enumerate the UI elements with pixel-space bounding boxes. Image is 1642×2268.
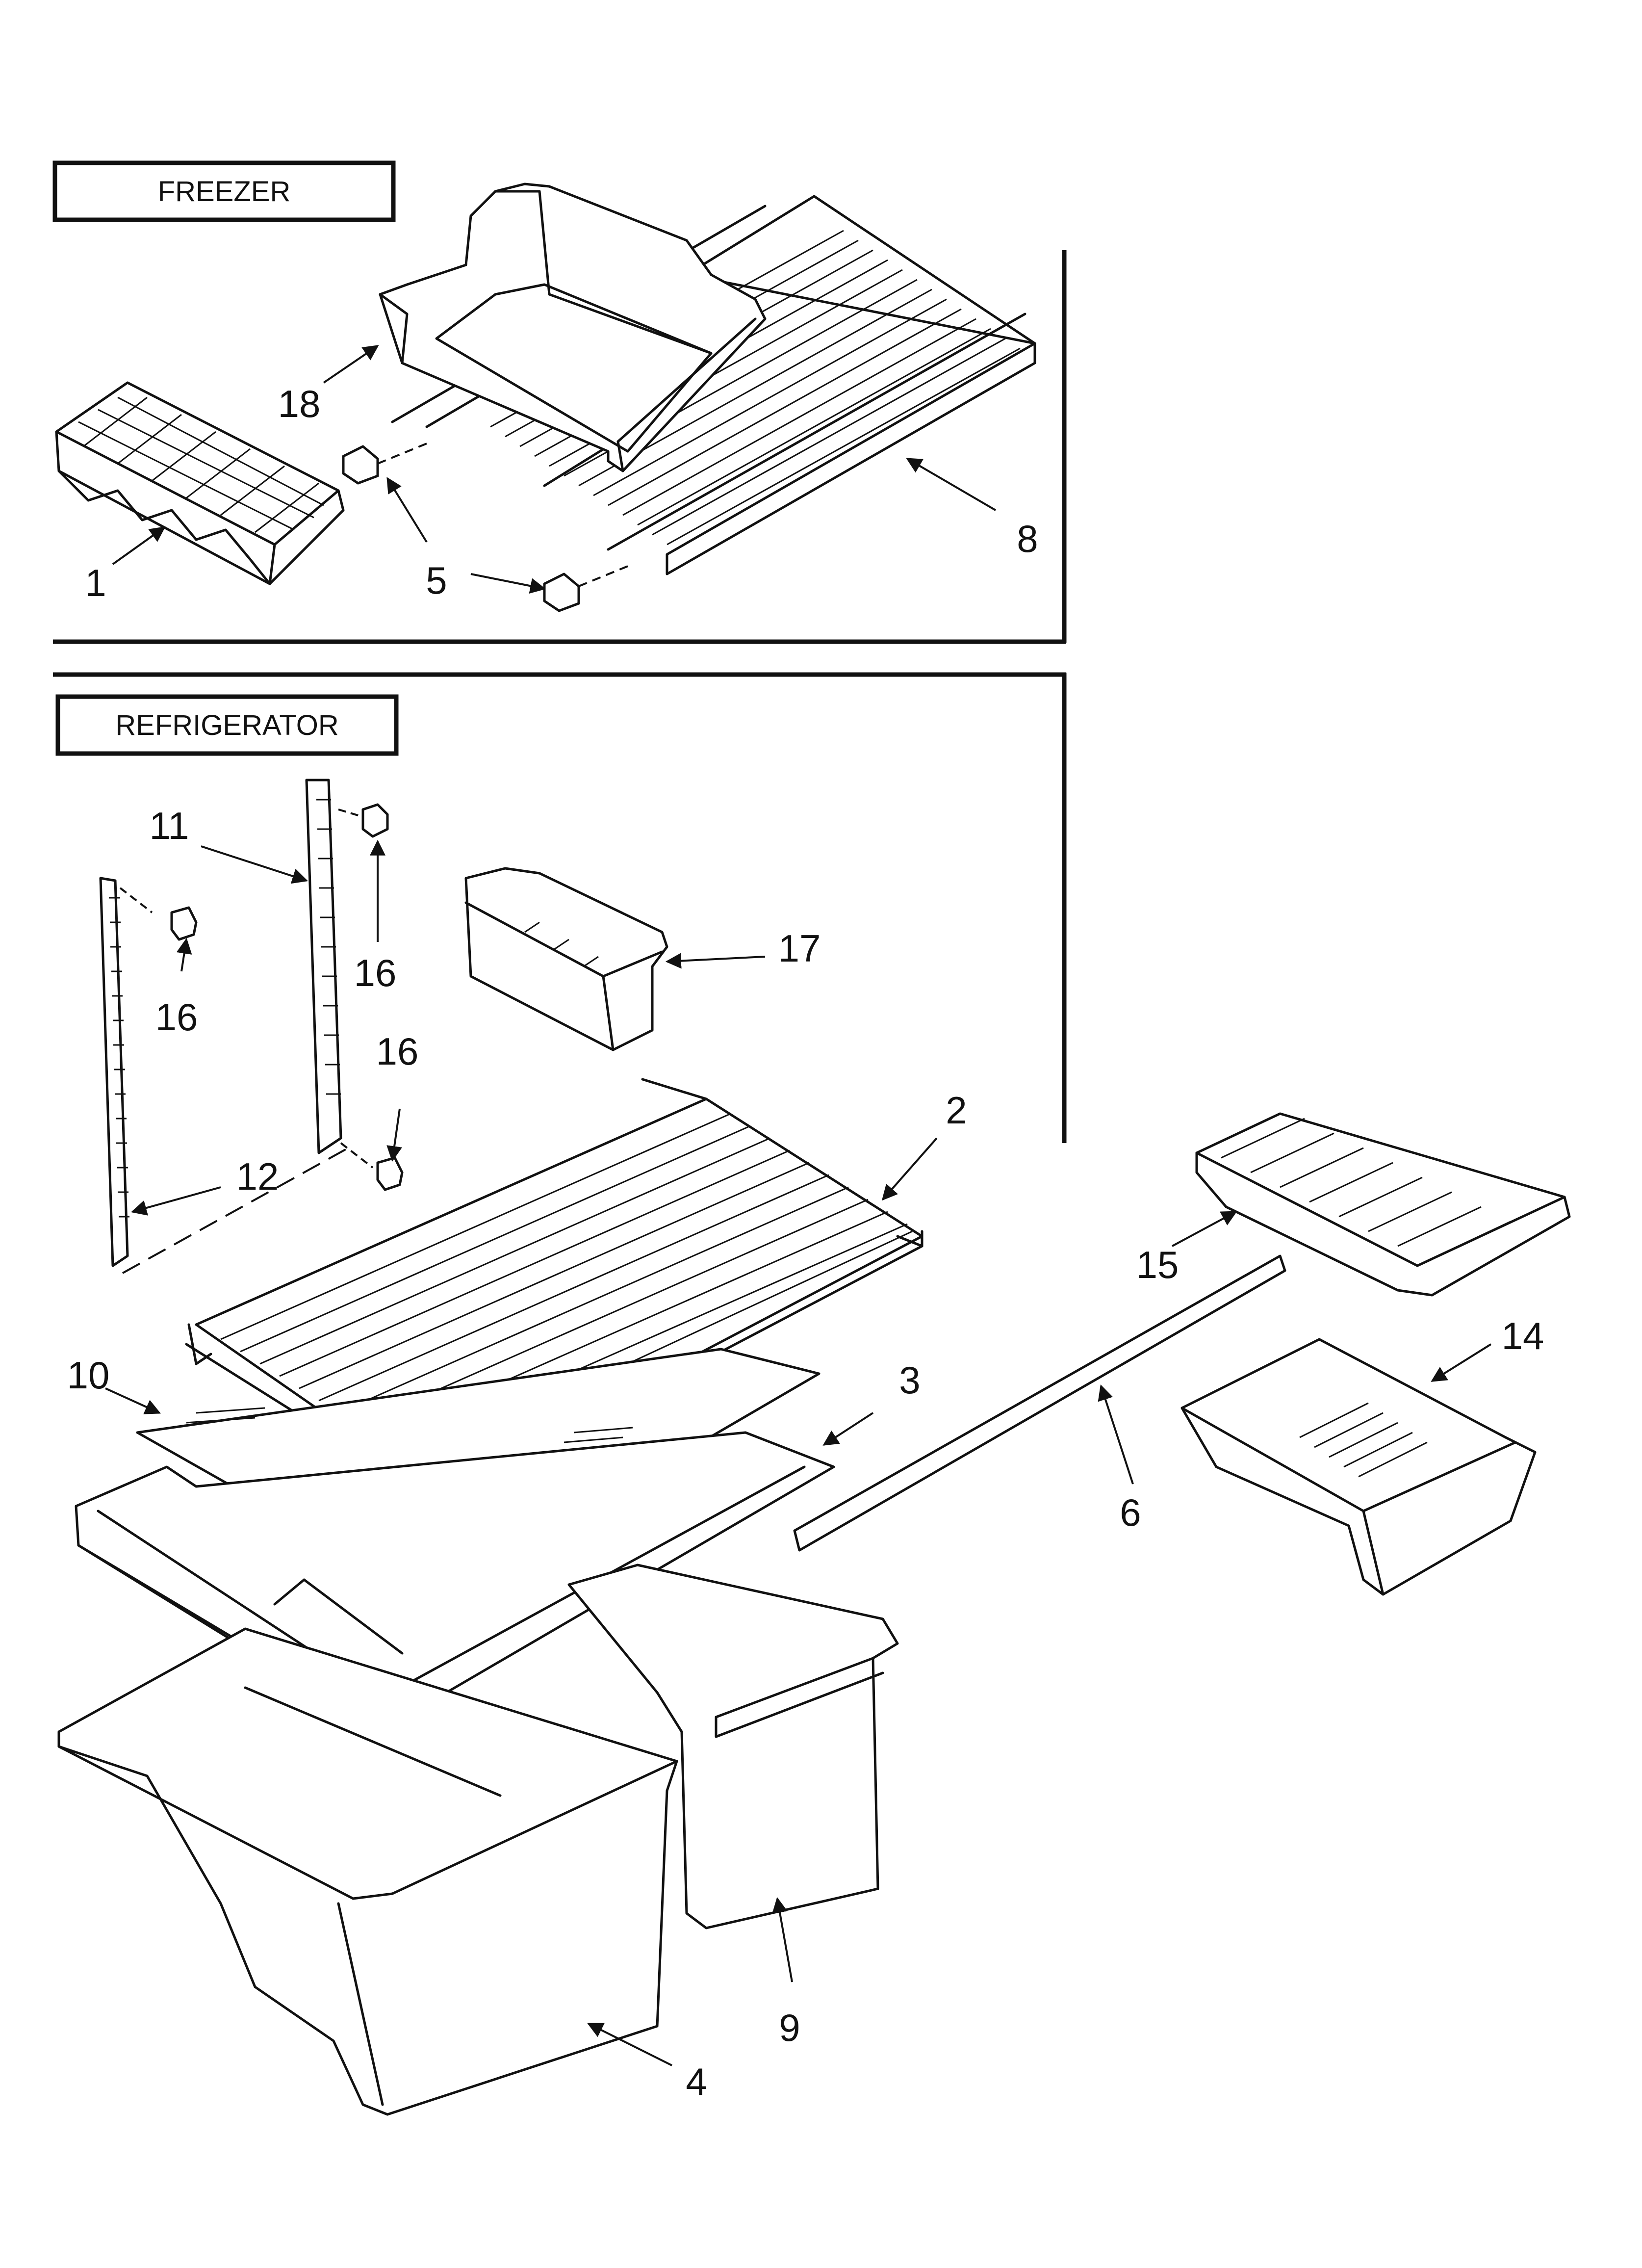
refrigerator-label-text: REFRIGERATOR	[115, 709, 338, 741]
shelf-stud-lower	[543, 563, 633, 612]
crisper-drawer-large	[57, 1627, 678, 2116]
callout-17: 17	[778, 927, 821, 970]
freezer-section-label: FREEZER	[52, 160, 396, 222]
ice-cube-tray	[55, 381, 345, 585]
callout-1: 1	[85, 561, 106, 604]
callout-2: 2	[946, 1089, 967, 1132]
meat-pan-cover	[1195, 1112, 1571, 1297]
freezer-section-border	[53, 250, 1067, 644]
freezer-label-text: FREEZER	[158, 176, 291, 208]
callout-numbers: 1 18 5 8 11 16 16 17 16 12 2 10 3 15 14 …	[67, 382, 1544, 2103]
meat-pan	[1180, 1338, 1537, 1596]
shelf-stud-upper	[342, 441, 432, 485]
screw-lower	[376, 1156, 404, 1191]
callout-3: 3	[899, 1358, 920, 1402]
freezer-basket	[379, 182, 767, 472]
callout-14: 14	[1502, 1314, 1544, 1357]
callout-16-upper: 16	[354, 951, 397, 994]
crisper-drawer-small	[567, 1564, 899, 1929]
refrigerator-glass-shelf	[185, 1078, 924, 1503]
shelf-track-right	[122, 779, 374, 1274]
shelf-track-left	[99, 877, 153, 1267]
screw-upper	[361, 803, 389, 838]
callout-6: 6	[1120, 1491, 1141, 1534]
screw-left	[170, 906, 198, 941]
refrigerator-section-border	[53, 672, 1067, 1143]
callout-15: 15	[1136, 1243, 1179, 1286]
callout-4: 4	[686, 2060, 707, 2103]
leader-lines	[105, 345, 1492, 2066]
pan-divider	[793, 1254, 1286, 1552]
callout-8: 8	[1017, 517, 1038, 560]
callout-10: 10	[67, 1354, 110, 1397]
callout-16-left: 16	[155, 995, 198, 1039]
callout-9: 9	[779, 2006, 800, 2049]
refrigerator-section-label: REFRIGERATOR	[55, 694, 399, 756]
callout-16-lower: 16	[376, 1030, 419, 1073]
callout-18: 18	[278, 382, 321, 425]
callout-12: 12	[236, 1155, 279, 1198]
callout-5: 5	[426, 559, 447, 602]
utility-bin	[464, 867, 668, 1051]
callout-11: 11	[150, 804, 189, 847]
